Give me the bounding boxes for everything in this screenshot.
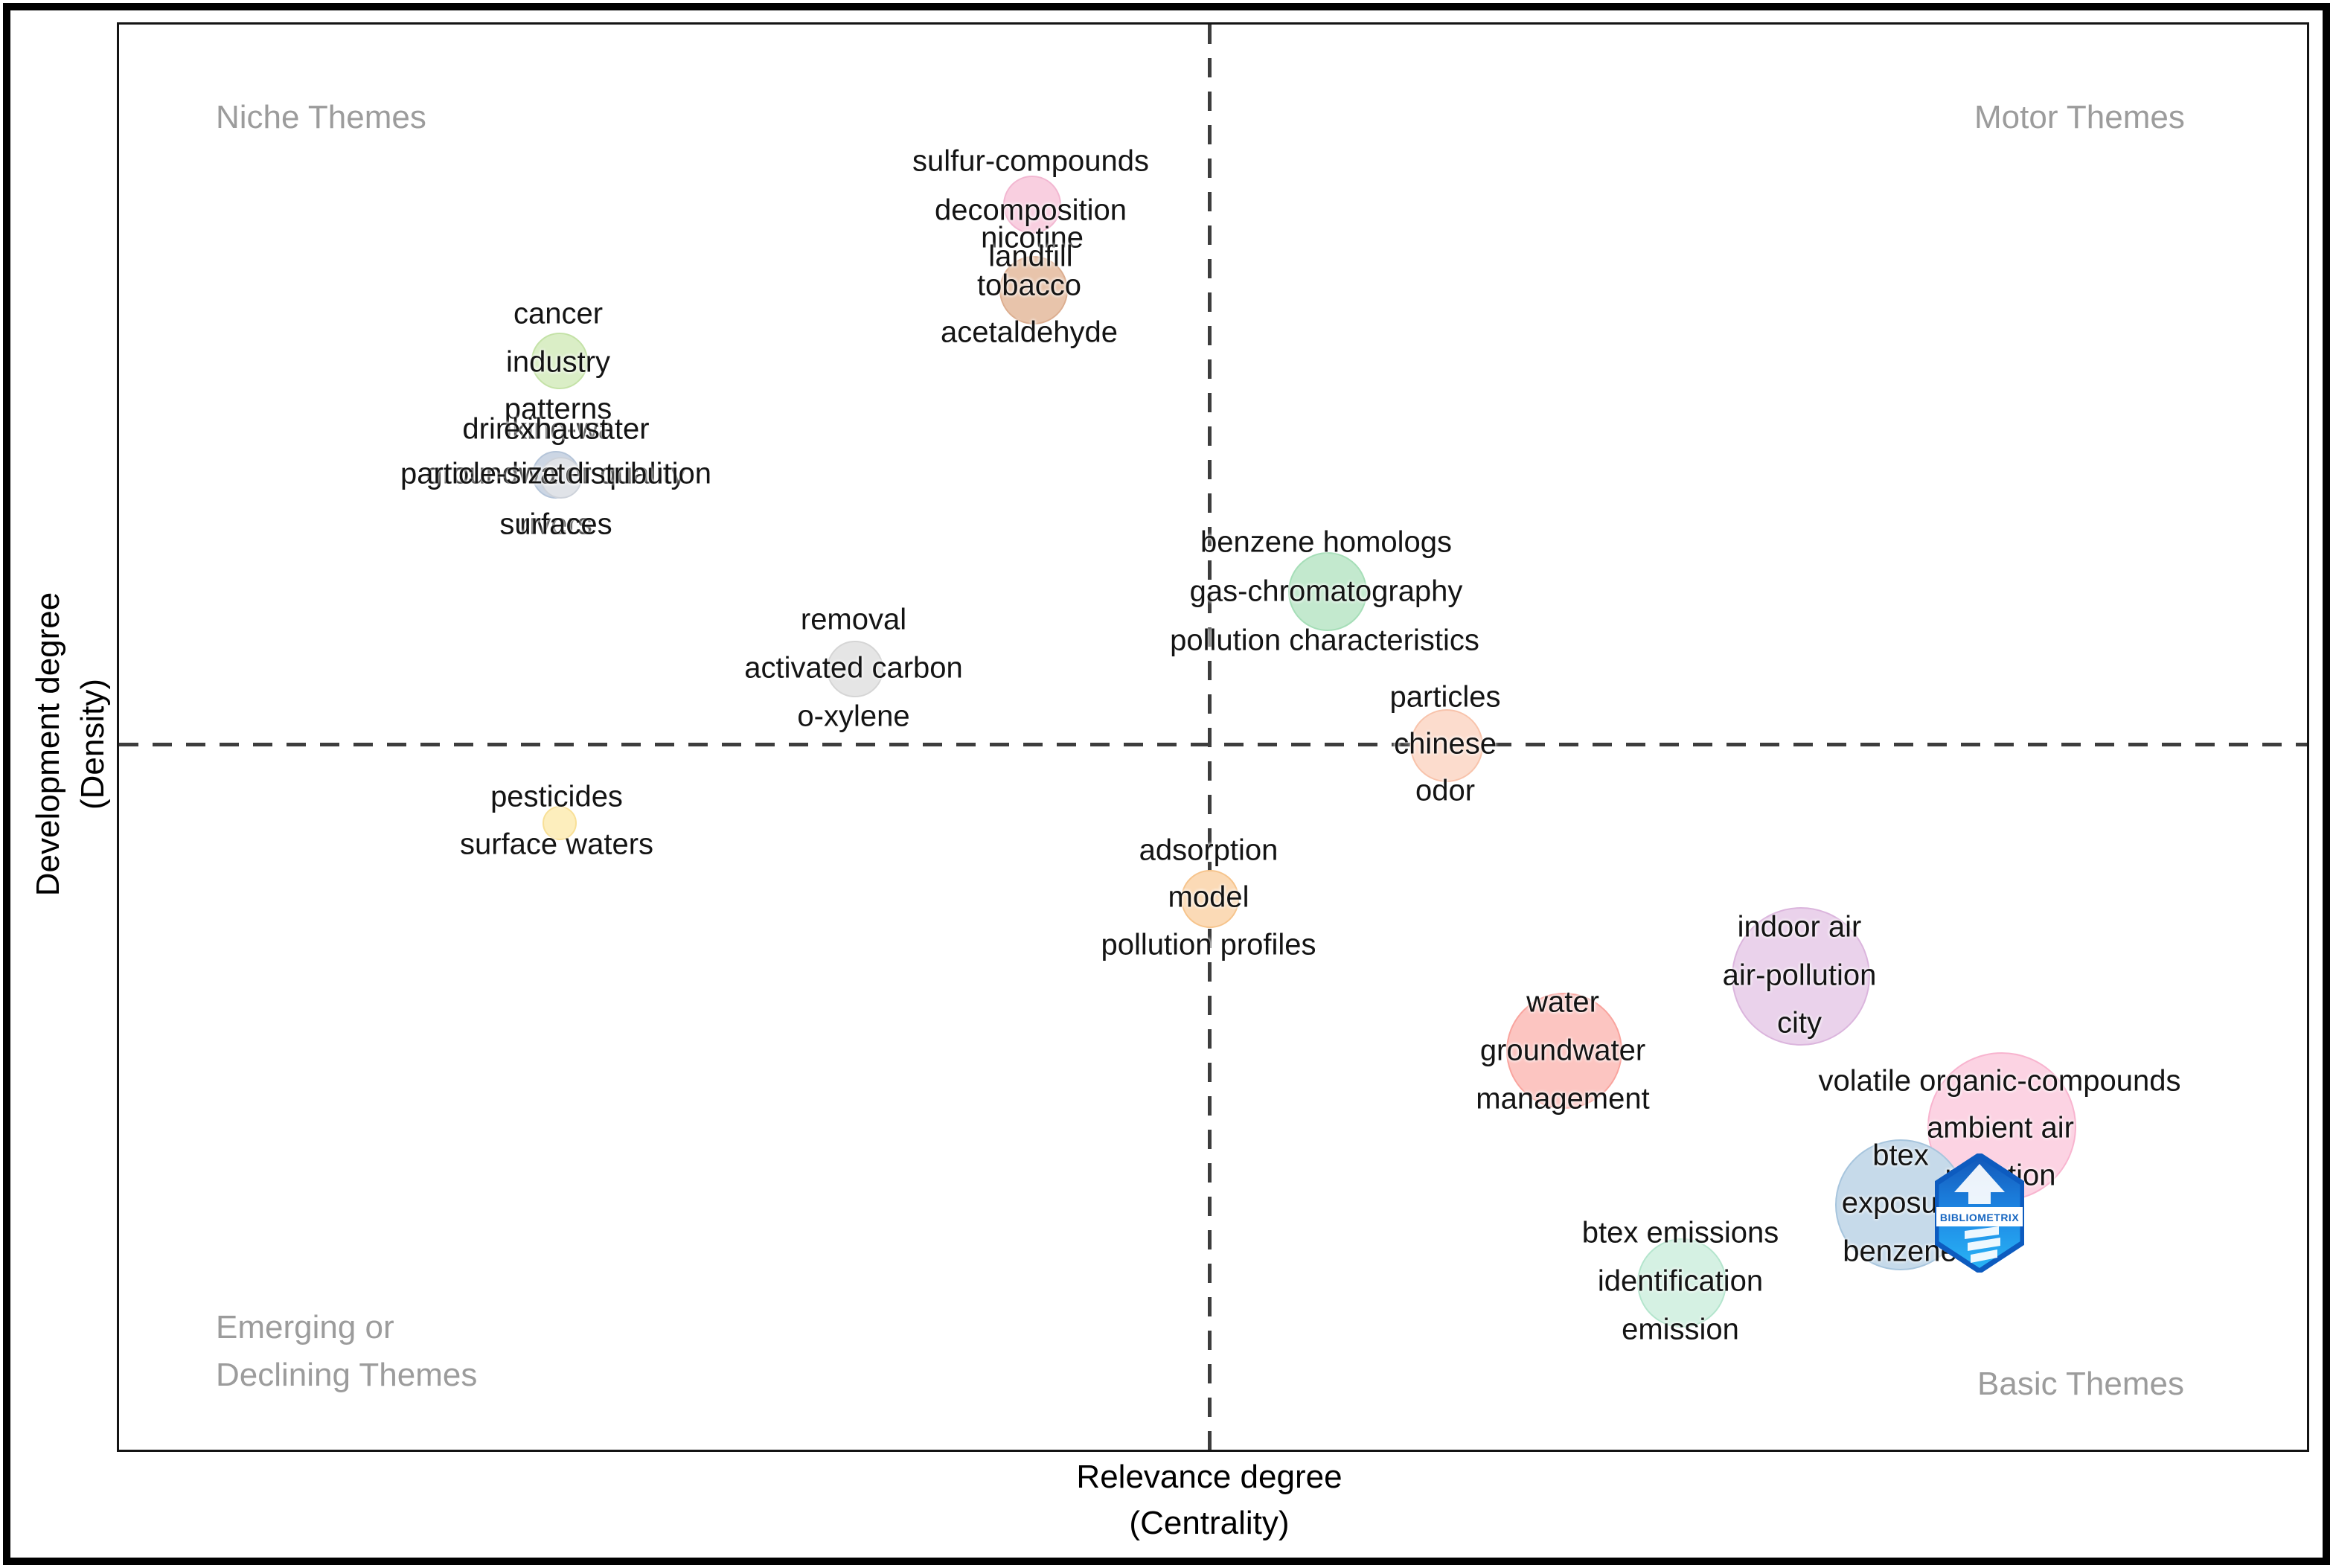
theme-bubble-indoor-air [1732,907,1870,1046]
theme-label: acetaldehyde [941,316,1118,349]
vertical-dashed-divider [1208,25,1212,1450]
logo-text: BIBLIOMETRIX [1940,1212,2019,1223]
quadrant-label-niche-themes: Niche Themes [216,99,426,135]
theme-label: drinking-water [462,412,650,446]
theme-label: pollution characteristics [1170,624,1479,657]
theme-label: emission [1622,1313,1739,1346]
theme-label: groundwater [1479,1034,1646,1067]
theme-label: water [1526,985,1599,1019]
y-axis-label-line: Development degree [30,592,66,897]
theme-bubble-water [1506,993,1622,1109]
theme-label: btex emissions [1581,1216,1779,1249]
theme-label: pesticides [490,780,623,813]
theme-bubble-btex-emissions [1637,1238,1726,1328]
logo-chevron-icon [1971,1249,1997,1263]
theme-label: o-xylene [797,700,910,733]
quadrant-label-motor-themes: Motor Themes [1974,99,2185,135]
theme-label: exhaust [503,412,609,446]
theme-label: volatile organic-compounds [1818,1064,2181,1098]
theme-bubble-exhaust [540,457,582,499]
theme-label: ambient air [1927,1111,2074,1145]
theme-label: air-pollution [1722,959,1877,992]
y-axis-label: Development degree (Density) [26,592,115,896]
theme-label: sulfur-compounds [912,144,1149,178]
theme-label: patterns [504,392,612,426]
bibliometrix-logo: BIBLIOMETRIX [1935,1153,2024,1273]
theme-label: removal [800,603,907,636]
quadrant-label-basic-themes: Basic Themes [1977,1366,2184,1402]
theme-label: surface waters [459,828,654,861]
quadrant-label-line: Emerging or [216,1309,394,1345]
logo-chevron-icon [1965,1226,1999,1239]
theme-label: indoor air [1737,910,1862,944]
theme-label: chinese [1394,727,1497,761]
quadrant-label-emerging-declining-themes: Emerging or Declining Themes [216,1304,477,1399]
plot-area [117,22,2309,1452]
theme-bubble-removal [827,641,883,697]
theme-label: groundwater quality [426,457,686,490]
horizontal-dashed-divider [119,743,2307,746]
theme-label: odor [1415,774,1476,807]
theme-bubble-benzene-homologs [1288,552,1367,631]
theme-bubble-cancer [531,333,588,389]
theme-label: benzene homologs [1200,525,1453,559]
theme-label: surfaces [499,508,612,541]
theme-label: city [1777,1006,1822,1040]
theme-bubble-sulfur-compounds [1003,176,1061,234]
x-axis-label: Relevance degree (Centrality) [1076,1454,1342,1546]
theme-label: management [1476,1082,1650,1116]
x-axis-label-line: Relevance degree [1076,1459,1342,1495]
theme-bubble-adsorption [1181,870,1239,928]
theme-label: btex [1872,1139,1929,1172]
logo-arrow-icon [1954,1164,2005,1204]
theme-label: particle-size distribution [400,457,711,490]
theme-label: particles [1389,680,1501,714]
theme-bubble-pesticides [543,806,577,840]
y-axis-label-line: (Density) [74,678,111,810]
theme-label: decomposition [935,193,1127,227]
theme-label: cancer [513,297,604,330]
quadrant-label-line: Declining Themes [216,1357,478,1393]
theme-bubble-landfill [999,256,1068,324]
logo-band [1936,1207,2023,1226]
theme-label: gas-chromatography [1189,575,1463,608]
logo-chevron-icon [1968,1238,2000,1251]
theme-bubble-particles [1410,709,1483,782]
theme-label: adsorption [1139,833,1278,867]
theme-label: landfill [988,240,1073,273]
theme-label: model [1168,880,1249,914]
theme-label: identification [1597,1264,1764,1298]
theme-label: tobacco [976,269,1082,302]
theme-label: industry [505,345,611,379]
theme-label: rivers [519,508,592,541]
theme-label: nicotine [981,221,1084,255]
theme-label: pollution profiles [1101,928,1316,961]
theme-label: activated carbon [744,651,963,685]
x-axis-label-line: (Centrality) [1129,1505,1290,1541]
